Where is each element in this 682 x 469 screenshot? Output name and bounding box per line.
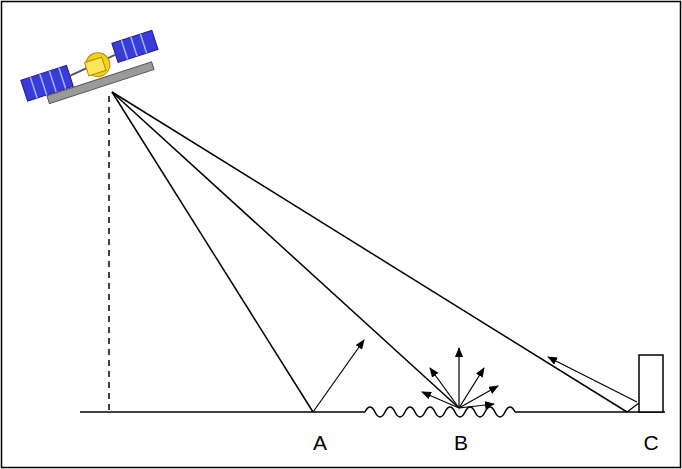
satellite-icon bbox=[19, 30, 164, 109]
reflected-ray bbox=[313, 340, 364, 412]
ground-line bbox=[80, 411, 365, 413]
incident-ray bbox=[112, 92, 627, 412]
building bbox=[639, 355, 663, 412]
point-label: B bbox=[454, 432, 468, 453]
rough-surface bbox=[365, 407, 515, 417]
point-label: C bbox=[643, 432, 658, 453]
reflected-ray bbox=[548, 357, 637, 402]
incident-ray bbox=[112, 92, 459, 408]
point-label: A bbox=[313, 432, 327, 453]
nadir-line bbox=[108, 96, 110, 412]
bounce-ray bbox=[627, 403, 639, 412]
scattered-rays bbox=[422, 348, 498, 408]
incident-ray bbox=[112, 92, 313, 412]
